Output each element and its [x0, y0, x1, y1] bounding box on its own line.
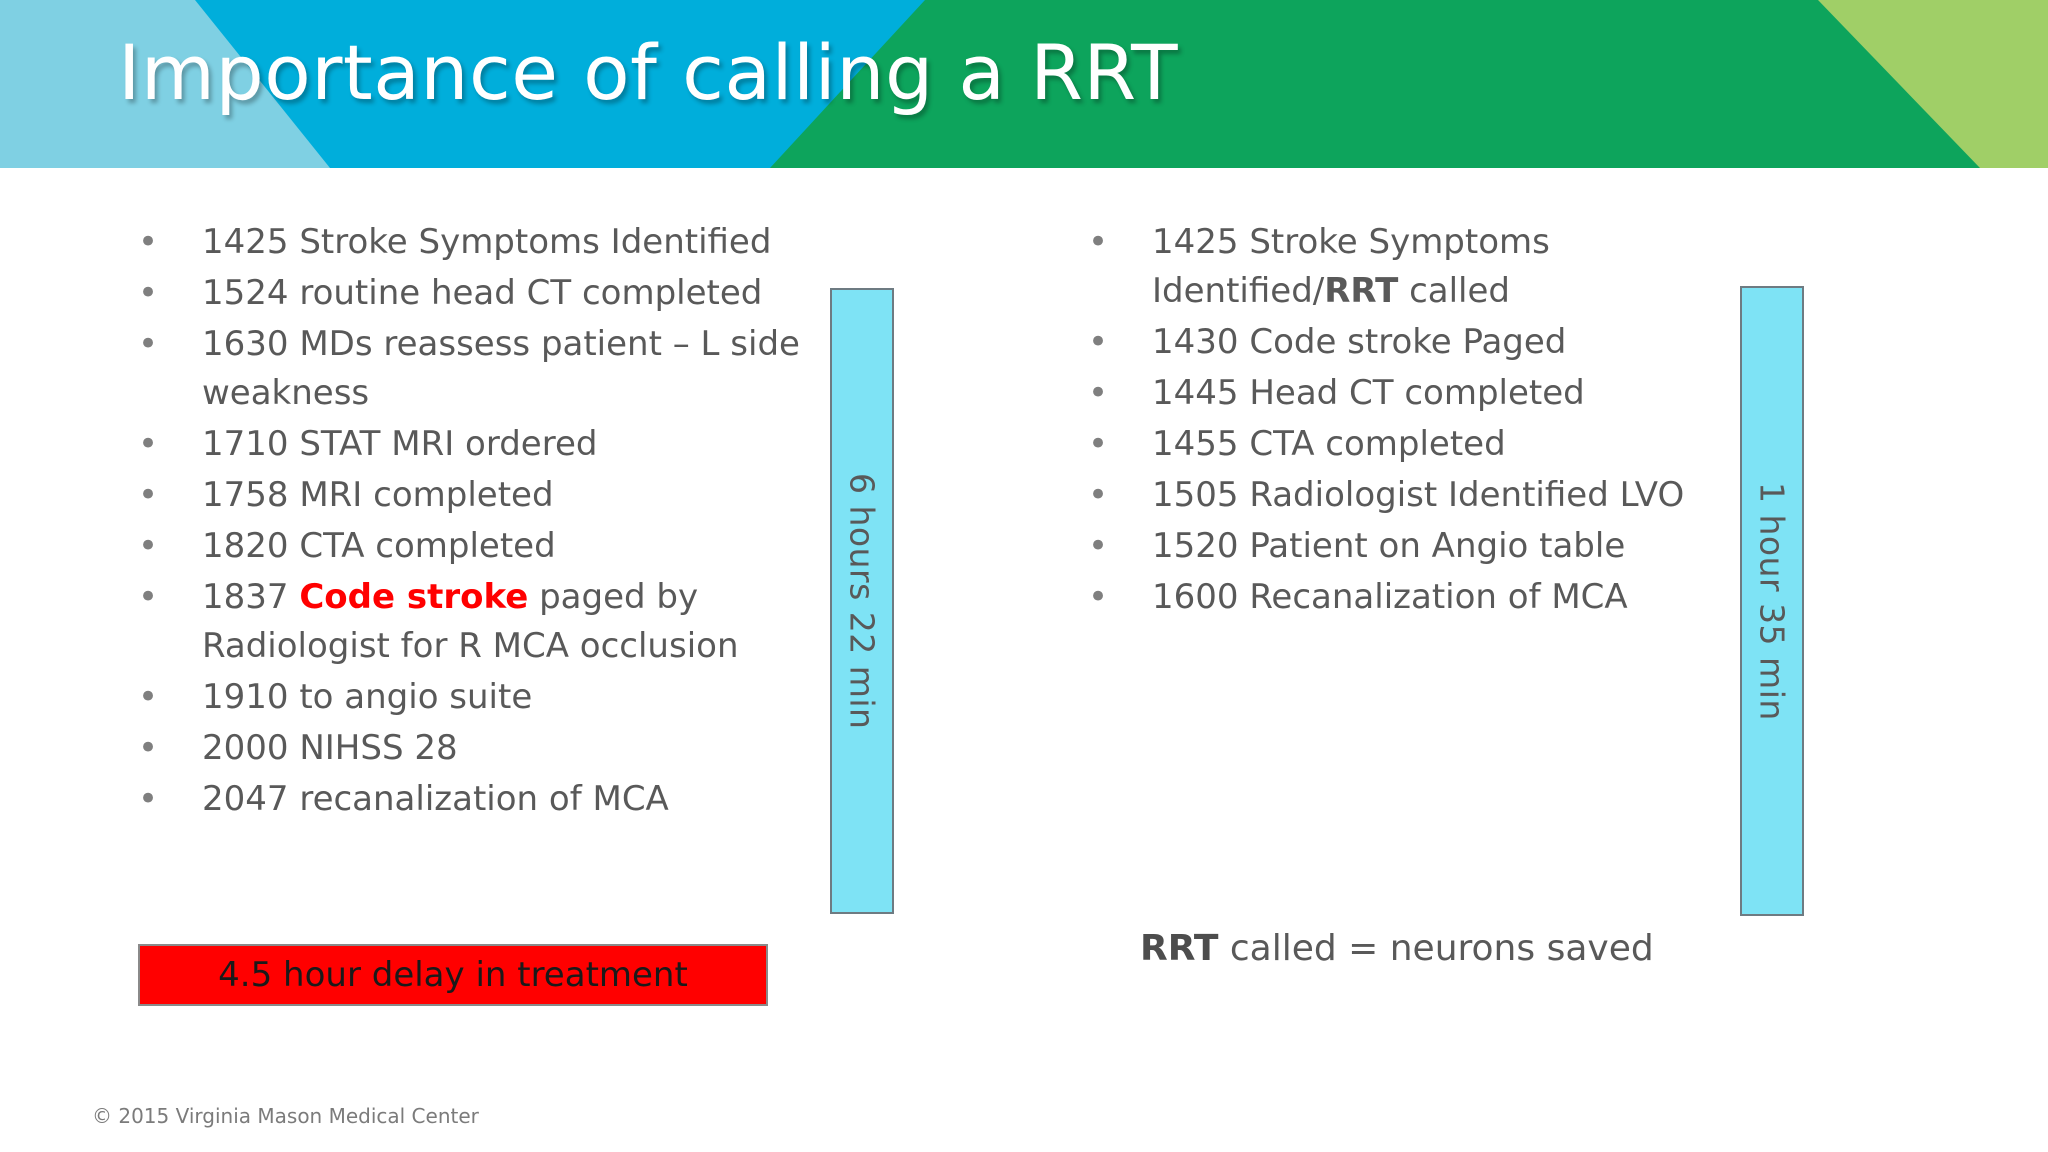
list-item-text: 1758 MRI completed	[202, 475, 554, 515]
left-duration-label: 6 hours 22 min	[842, 472, 882, 730]
delay-banner-label: 4.5 hour delay in treatment	[218, 955, 688, 995]
bullet-icon: •	[138, 324, 159, 364]
bullet-icon: •	[138, 779, 159, 819]
list-item: • 1425 Stroke Symptoms Identified/RRT cal…	[1070, 218, 1730, 316]
delay-banner: 4.5 hour delay in treatment	[138, 944, 768, 1006]
list-item: • 1758 MRI completed	[120, 471, 820, 520]
bullet-icon: •	[1088, 424, 1109, 464]
list-item-text: 1630 MDs reassess patient – L side weakn…	[202, 324, 800, 413]
left-duration-bar: 6 hours 22 min	[830, 288, 894, 914]
right-duration-label: 1 hour 35 min	[1752, 481, 1792, 721]
plain-text: 1445 Head CT completed	[1152, 373, 1585, 413]
plain-text: 2000 NIHSS 28	[202, 728, 458, 768]
page-title: Importance of calling a RRT	[118, 28, 1179, 117]
list-item: • 1430 Code stroke Paged	[1070, 318, 1730, 367]
bullet-icon: •	[1088, 222, 1109, 262]
list-item: • 2047 recanalization of MCA	[120, 775, 820, 824]
list-item: • 1524 routine head CT completed	[120, 269, 820, 318]
bullet-icon: •	[138, 728, 159, 768]
list-item: • 1520 Patient on Angio table	[1070, 522, 1730, 571]
left-timeline-list: • 1425 Stroke Symptoms Identified • 1524 ro…	[120, 218, 820, 826]
list-item: • 1455 CTA completed	[1070, 420, 1730, 469]
plain-text: 1820 CTA completed	[202, 526, 556, 566]
rrt-summary-line: RRT called = neurons saved	[1140, 928, 1654, 969]
plain-text: called	[1398, 271, 1510, 311]
list-item-text: 1710 STAT MRI ordered	[202, 424, 597, 464]
list-item-text: 1445 Head CT completed	[1152, 373, 1585, 413]
right-duration-bar: 1 hour 35 min	[1740, 286, 1804, 916]
plain-text: 1430 Code stroke Paged	[1152, 322, 1567, 362]
bullet-icon: •	[1088, 322, 1109, 362]
list-item-text: 1430 Code stroke Paged	[1152, 322, 1566, 362]
plain-text: 1837	[202, 577, 300, 617]
list-item: • 1505 Radiologist Identified LVO	[1070, 471, 1730, 520]
plain-text: 1630 MDs reassess patient – L side weakn…	[202, 324, 800, 413]
right-timeline-list: • 1425 Stroke Symptoms Identified/RRT cal…	[1070, 218, 1730, 624]
rrt-summary-bold: RRT	[1140, 928, 1219, 969]
list-item: • 2000 NIHSS 28	[120, 724, 820, 773]
plain-text: 1910 to angio suite	[202, 677, 533, 717]
list-item-text: 1455 CTA completed	[1152, 424, 1506, 464]
plain-text: 1425 Stroke Symptoms Identified	[202, 222, 772, 262]
list-item: • 1710 STAT MRI ordered	[120, 420, 820, 469]
list-item-text: 2047 recanalization of MCA	[202, 779, 669, 819]
bullet-icon: •	[138, 677, 159, 717]
bullet-icon: •	[138, 222, 159, 262]
plain-text: 1520 Patient on Angio table	[1152, 526, 1626, 566]
bullet-icon: •	[138, 526, 159, 566]
list-item: • 1910 to angio suite	[120, 673, 820, 722]
footer-copyright: © 2015 Virginia Mason Medical Center	[92, 1104, 479, 1128]
plain-text: 1505 Radiologist Identified LVO	[1152, 475, 1685, 515]
bullet-icon: •	[138, 475, 159, 515]
list-item-text: 1425 Stroke Symptoms Identified	[202, 222, 771, 262]
list-item: • 1445 Head CT completed	[1070, 369, 1730, 418]
list-item-text: 1837 Code stroke paged by Radiologist fo…	[202, 577, 739, 666]
plain-text: paged by Radiologist for R MCA occlusion	[202, 577, 739, 666]
list-item: • 1425 Stroke Symptoms Identified	[120, 218, 820, 267]
list-item-text: 2000 NIHSS 28	[202, 728, 458, 768]
bullet-icon: •	[1088, 373, 1109, 413]
list-item-text: 1600 Recanalization of MCA	[1152, 577, 1628, 617]
plain-text: 1758 MRI completed	[202, 475, 554, 515]
emphasis-text: RRT	[1324, 271, 1399, 311]
slide-content: • 1425 Stroke Symptoms Identified • 1524 ro…	[0, 168, 2048, 1152]
bullet-icon: •	[138, 273, 159, 313]
list-item: • 1630 MDs reassess patient – L side weak…	[120, 320, 820, 418]
list-item-text: 1820 CTA completed	[202, 526, 556, 566]
plain-text: 1524 routine head CT completed	[202, 273, 763, 313]
header-shape-green	[770, 0, 2048, 168]
plain-text: 1600 Recanalization of MCA	[1152, 577, 1628, 617]
list-item-text: 1524 routine head CT completed	[202, 273, 762, 313]
plain-text: 1425 Stroke Symptoms Identified/	[1152, 222, 1550, 311]
bullet-icon: •	[1088, 577, 1109, 617]
list-item-text: 1505 Radiologist Identified LVO	[1152, 475, 1684, 515]
bullet-icon: •	[138, 577, 159, 617]
list-item-text: 1520 Patient on Angio table	[1152, 526, 1625, 566]
slide-header-banner: Importance of calling a RRT	[0, 0, 2048, 168]
list-item-text: 1910 to angio suite	[202, 677, 532, 717]
plain-text: 2047 recanalization of MCA	[202, 779, 669, 819]
list-item: • 1820 CTA completed	[120, 522, 820, 571]
bullet-icon: •	[1088, 526, 1109, 566]
list-item: • 1837 Code stroke paged by Radiologist f…	[120, 573, 820, 671]
bullet-icon: •	[138, 424, 159, 464]
highlight-text: Code stroke	[299, 577, 529, 617]
bullet-icon: •	[1088, 475, 1109, 515]
rrt-summary-rest: called = neurons saved	[1218, 928, 1654, 969]
plain-text: 1455 CTA completed	[1152, 424, 1506, 464]
plain-text: 1710 STAT MRI ordered	[202, 424, 598, 464]
header-shape-light-green	[1818, 0, 2048, 168]
header-color-shapes	[0, 0, 2048, 168]
list-item-text: 1425 Stroke Symptoms Identified/RRT call…	[1152, 222, 1550, 311]
list-item: • 1600 Recanalization of MCA	[1070, 573, 1730, 622]
